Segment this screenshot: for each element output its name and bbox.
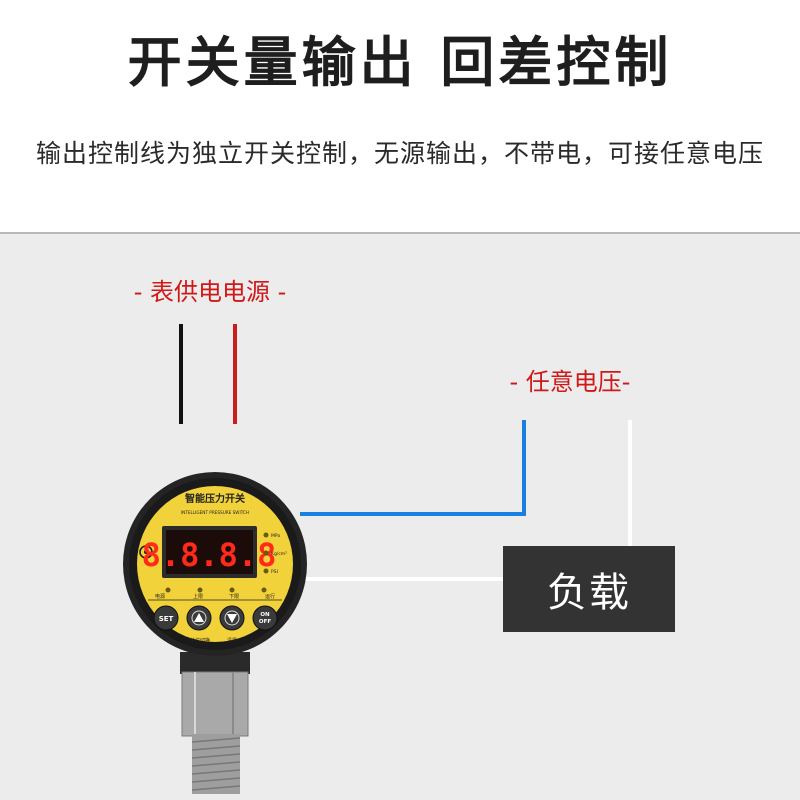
load-box: 负载 [503, 546, 675, 632]
indicator-light [165, 587, 171, 593]
display-digits: 8.8.8.8 [142, 536, 277, 574]
indicator-light [197, 587, 203, 593]
top-section: 开关量输出 回差控制 输出控制线为独立开关控制，无源输出，不带电，可接任意电压 [0, 0, 800, 232]
zero-label: 清零 [227, 637, 237, 644]
triangle-down-icon [227, 614, 237, 623]
blue-output-wire [300, 420, 526, 516]
power-supply-label: - 表供电电源 - [133, 278, 287, 306]
indicator-power-label: 电源 [155, 593, 165, 600]
on-label: ON [260, 612, 270, 618]
wires [179, 324, 632, 581]
set-button-label: SET [159, 615, 174, 623]
pressure-switch-device: 智能压力开关 INTELLIGENT PRESSURE SWITCH 8.8.8… [123, 472, 307, 794]
page-title: 开关量输出 回差控制 [127, 31, 673, 94]
on-off-button[interactable]: ON OFF [252, 605, 278, 631]
device-title: 智能压力开关 [185, 492, 245, 505]
page-subtitle: 输出控制线为独立开关控制，无源输出，不带电，可接任意电压 [35, 139, 764, 168]
triangle-up-icon [194, 613, 204, 622]
unit-psi: PSI [271, 569, 278, 575]
indicator-lower-label: 下限 [229, 593, 239, 600]
off-label: OFF [259, 619, 271, 625]
unit-kgcm: Kg/cm² [271, 551, 287, 557]
indicator-light [229, 587, 235, 593]
up-button[interactable] [186, 605, 212, 631]
hex-nut [181, 671, 249, 737]
any-voltage-label: - 任意电压- [509, 368, 631, 396]
section-divider [0, 232, 800, 234]
unit-switch-label: 单位切换 [190, 637, 210, 644]
device-subtitle: INTELLIGENT PRESSURE SWITCH [181, 510, 249, 515]
indicator-light [261, 587, 267, 593]
unit-mpa: MPa [271, 533, 280, 539]
fitting-neck [180, 652, 250, 674]
load-label: 负载 [547, 570, 631, 616]
wiring-diagram: - 表供电电源 - - 任意电压- 负载 智能压力开 [0, 234, 800, 800]
set-button[interactable]: SET [153, 605, 179, 631]
indicator-run-label: 运行 [265, 593, 275, 600]
indicator-upper-label: 上限 [193, 593, 203, 600]
brand-logo-icon [139, 545, 153, 559]
down-button[interactable] [219, 605, 245, 631]
